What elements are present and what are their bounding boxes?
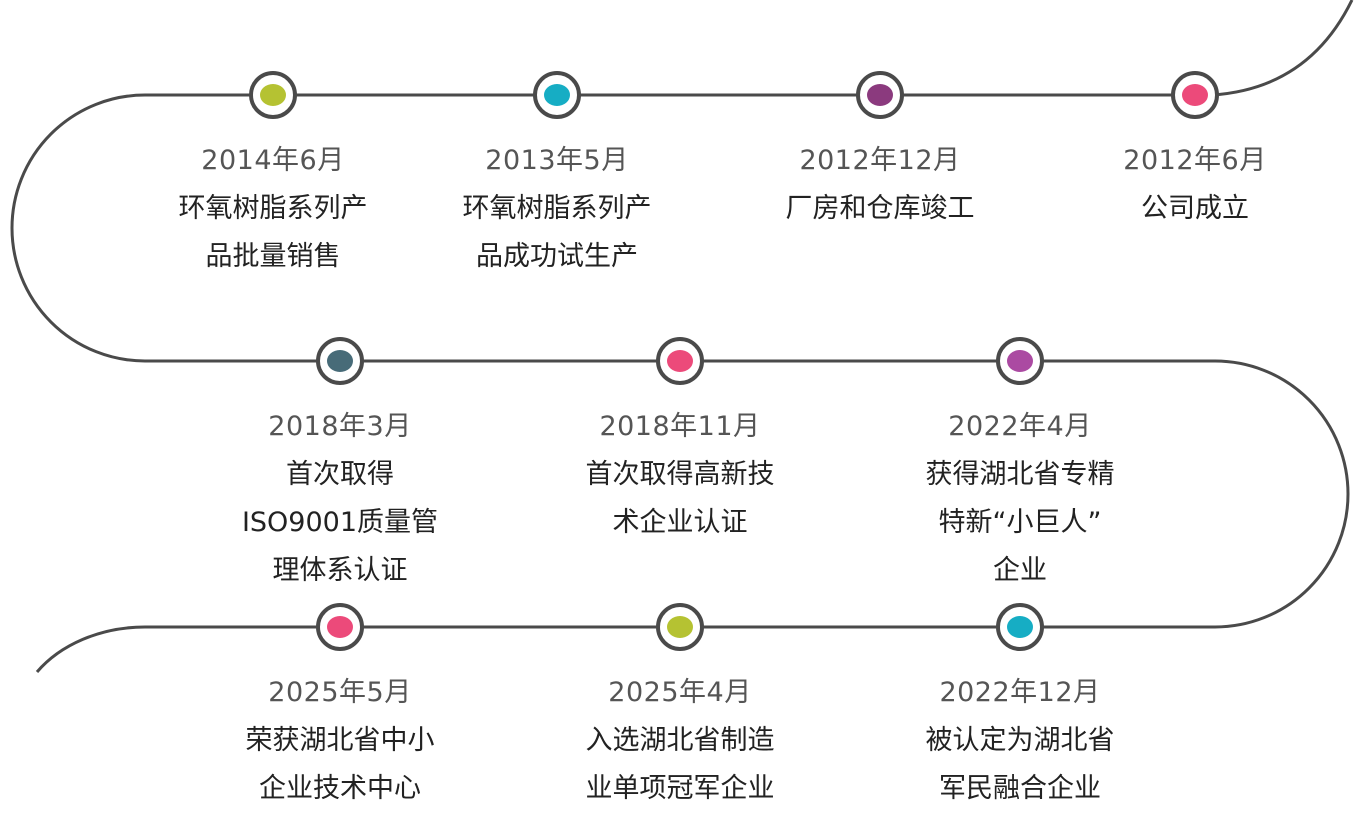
event-description-line: 入选湖北省制造: [585, 725, 775, 756]
event-description-line: 军民融合企业: [939, 773, 1101, 804]
event-description-line: 厂房和仓库竣工: [785, 193, 975, 224]
event-description: 荣获湖北省中小企业技术中心: [220, 717, 460, 813]
timeline-event-2: 2013年5月环氧树脂系列产品成功试生产: [437, 143, 677, 281]
event-description-line: 首次取得高新技: [585, 459, 775, 490]
timeline-node-dot: [260, 84, 286, 106]
event-date: 2012年12月: [799, 145, 961, 176]
event-description-line: 理体系认证: [272, 555, 408, 586]
timeline-event-9: 2025年5月荣获湖北省中小企业技术中心: [220, 675, 460, 813]
event-description: 入选湖北省制造业单项冠军企业: [560, 717, 800, 813]
event-date: 2022年12月: [939, 677, 1101, 708]
timeline-node-3: [249, 71, 297, 119]
timeline-node-dot: [667, 616, 693, 638]
timeline-event-4: 2018年3月首次取得 ISO9001质量管理体系认证: [220, 409, 460, 595]
event-description-line: 术企业认证: [612, 507, 748, 538]
timeline-node-2: [533, 71, 581, 119]
timeline-node-5: [656, 337, 704, 385]
event-description: 厂房和仓库竣工: [760, 185, 1000, 233]
timeline-event-8: 2025年4月入选湖北省制造业单项冠军企业: [560, 675, 800, 813]
event-description: 被认定为湖北省军民融合企业: [900, 717, 1140, 813]
event-date: 2025年5月: [268, 677, 412, 708]
event-description-line: 企业: [993, 555, 1047, 586]
event-description-line: 环氧树脂系列产: [462, 193, 652, 224]
timeline-node-4: [316, 337, 364, 385]
timeline-event-6: 2022年4月获得湖北省专精特新“小巨人” 企业: [900, 409, 1140, 595]
event-description-line: 特新“小巨人”: [938, 507, 1102, 538]
event-date: 2022年4月: [948, 411, 1092, 442]
timeline-event-3: 2014年6月环氧树脂系列产品批量销售: [153, 143, 393, 281]
timeline-node-dot: [667, 350, 693, 372]
timeline-event-5: 2018年11月首次取得高新技术企业认证: [560, 409, 800, 547]
timeline-event-1: 2012年12月厂房和仓库竣工: [760, 143, 1000, 233]
event-description: 环氧树脂系列产品批量销售: [153, 185, 393, 281]
timeline-event-7: 2022年12月被认定为湖北省军民融合企业: [900, 675, 1140, 813]
timeline-node-dot: [1182, 84, 1208, 106]
event-description: 首次取得 ISO9001质量管理体系认证: [220, 451, 460, 595]
timeline-node-0: [1171, 71, 1219, 119]
event-description: 获得湖北省专精特新“小巨人” 企业: [900, 451, 1140, 595]
event-date: 2013年5月: [485, 145, 629, 176]
timeline-node-6: [996, 337, 1044, 385]
timeline-node-7: [996, 603, 1044, 651]
event-date: 2014年6月: [201, 145, 345, 176]
timeline-node-dot: [544, 84, 570, 106]
timeline-node-8: [656, 603, 704, 651]
event-description-line: 环氧树脂系列产: [178, 193, 368, 224]
event-description-line: 业单项冠军企业: [585, 773, 775, 804]
timeline-node-9: [316, 603, 364, 651]
event-date: 2018年11月: [599, 411, 761, 442]
event-description: 环氧树脂系列产品成功试生产: [437, 185, 677, 281]
timeline-node-1: [856, 71, 904, 119]
event-description-line: 荣获湖北省中小: [245, 725, 435, 756]
timeline-node-dot: [1007, 350, 1033, 372]
event-description-line: 公司成立: [1141, 193, 1249, 224]
event-description-line: 获得湖北省专精: [925, 459, 1115, 490]
event-description-line: 被认定为湖北省: [925, 725, 1115, 756]
event-date: 2025年4月: [608, 677, 752, 708]
event-description-line: ISO9001质量管: [241, 507, 439, 538]
timeline-node-dot: [867, 84, 893, 106]
event-description: 首次取得高新技术企业认证: [560, 451, 800, 547]
event-description-line: 品批量销售: [205, 241, 341, 272]
timeline-node-dot: [327, 616, 353, 638]
timeline-node-dot: [1007, 616, 1033, 638]
event-date: 2018年3月: [268, 411, 412, 442]
event-date: 2012年6月: [1123, 145, 1267, 176]
event-description-line: 品成功试生产: [476, 241, 638, 272]
event-description-line: 企业技术中心: [259, 773, 421, 804]
timeline-event-0: 2012年6月公司成立: [1075, 143, 1315, 233]
event-description-line: 首次取得: [286, 459, 394, 490]
event-description: 公司成立: [1075, 185, 1315, 233]
timeline-node-dot: [327, 350, 353, 372]
